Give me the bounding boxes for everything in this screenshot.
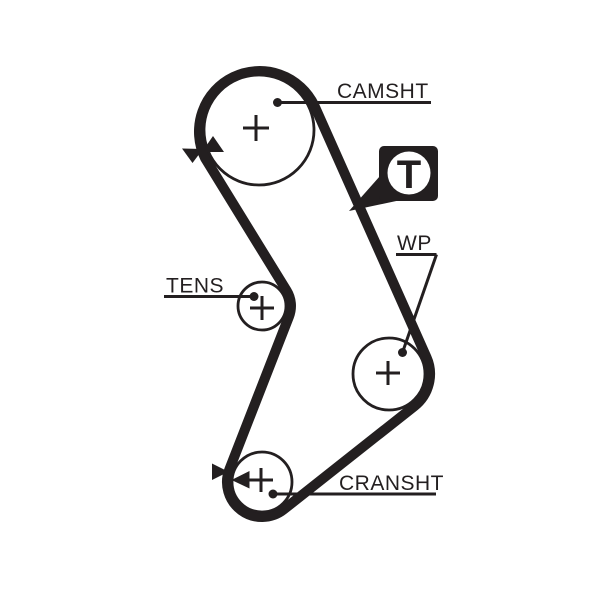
direction-arrow-up-icon xyxy=(202,136,224,152)
crankshaft-center-cross xyxy=(249,468,273,492)
water-pump-leader-dot xyxy=(398,348,407,357)
crankshaft-callout: CRANSHT xyxy=(268,472,444,499)
water-pump-center-cross xyxy=(376,361,400,385)
direction-arrow-left-icon xyxy=(231,471,250,489)
water-pump-label: WP xyxy=(397,232,432,255)
tensioner-label: TENS xyxy=(166,275,224,298)
camshaft-callout: CAMSHT xyxy=(273,80,431,107)
direction-arrow-down-icon xyxy=(182,148,203,163)
tensioner-leader-dot xyxy=(249,292,259,301)
camshaft-center-cross xyxy=(243,115,269,141)
timing-badge-circle xyxy=(387,151,431,195)
crankshaft-label: CRANSHT xyxy=(339,472,444,495)
timing-badge-tail xyxy=(349,176,401,211)
tensioner-center-cross xyxy=(250,296,274,320)
timing-belt xyxy=(194,66,435,523)
water-pump-leader-line xyxy=(401,254,438,352)
camshaft-label: CAMSHT xyxy=(337,80,429,103)
direction-arrow-right-icon xyxy=(212,463,229,480)
camshaft-pulley xyxy=(202,73,316,187)
camshaft-leader-dot xyxy=(273,98,282,107)
timing-badge-letter: T xyxy=(397,153,421,197)
tensioner-callout: TENS xyxy=(164,275,259,301)
crankshaft-leader-dot xyxy=(268,489,278,499)
timing-badge: T xyxy=(349,146,438,211)
water-pump-callout: WP xyxy=(396,232,438,357)
